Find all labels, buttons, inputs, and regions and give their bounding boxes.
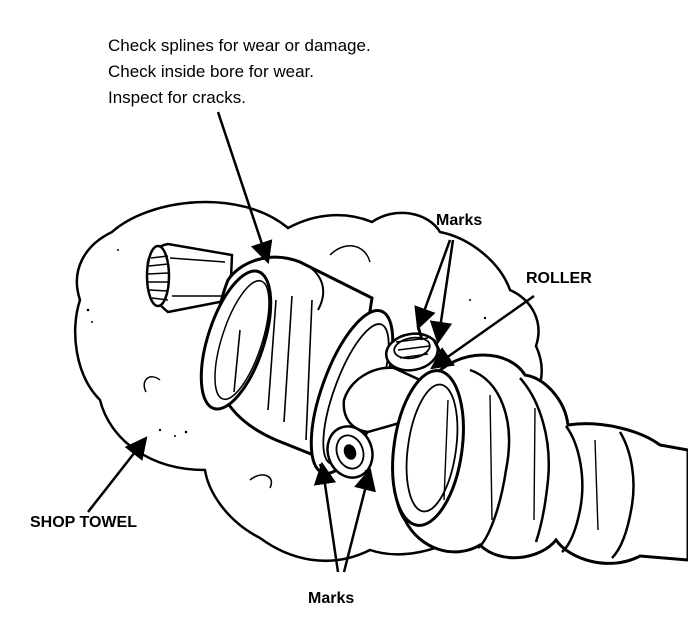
tripod-spider [326, 332, 440, 479]
note-bore: Check inside bore for wear. [108, 62, 314, 81]
towel-texture [86, 249, 487, 437]
note-arrow [216, 111, 273, 265]
label-shop-towel: SHOP TOWEL [30, 514, 137, 531]
marks-top-arrow-left [414, 239, 452, 331]
label-marks-top: Marks [436, 212, 483, 229]
marks-bottom-arrow-right [342, 467, 376, 573]
roller-arrow [430, 294, 535, 370]
boot-bellows [391, 353, 688, 565]
marks-top-arrow-right [429, 239, 455, 345]
label-roller: ROLLER [526, 270, 592, 287]
label-marks-bottom: Marks [308, 590, 355, 607]
spline-shaft [145, 242, 234, 314]
marks-bottom-arrow-left [313, 461, 340, 573]
note-cracks: Inspect for cracks. [108, 88, 246, 107]
leader-arrows [87, 111, 535, 573]
shop-towel-arrow [87, 436, 148, 513]
note-splines: Check splines for wear or damage. [108, 36, 371, 55]
